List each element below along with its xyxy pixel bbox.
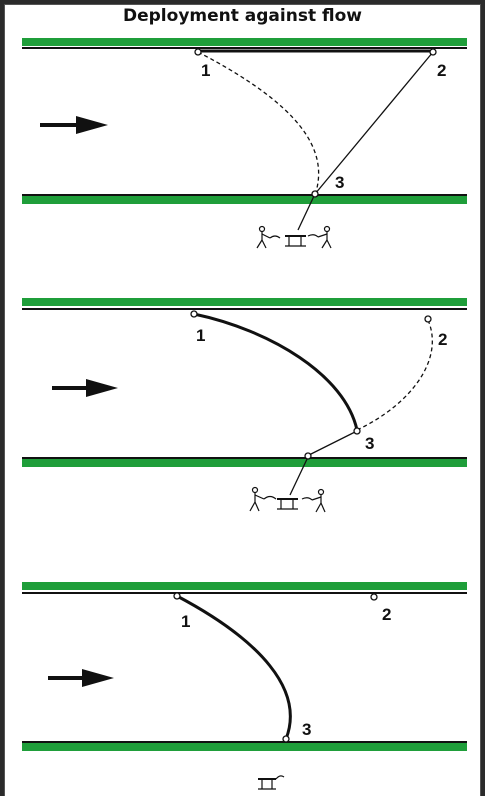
panel-2-winch-crew [249, 486, 326, 513]
panel-3-anchor-1 [173, 592, 181, 600]
panel-1-label-1: 1 [201, 61, 210, 80]
panel-1-label-3: 3 [335, 173, 344, 192]
flow-arrow-1 [40, 116, 108, 134]
panel-3-boom [176, 594, 292, 740]
panel-1: 1 2 3 [22, 38, 467, 249]
panel-2-tow-line-to-winch [289, 456, 309, 496]
panel-3-bottom-bank [22, 743, 467, 751]
panel-3-anchor-3 [282, 735, 290, 743]
panel-1-boom-dashed-path [197, 51, 320, 196]
panel-3-anchor-2 [370, 593, 378, 601]
panel-2-anchor-3 [353, 427, 361, 435]
panel-2-shore-point [304, 452, 312, 460]
panel-2-anchor-1 [190, 310, 198, 318]
flow-arrow-2 [52, 379, 118, 397]
panel-1-tow-line-to-winch [297, 195, 315, 231]
panel-2-label-1: 1 [196, 326, 205, 345]
diagram-frame [4, 4, 481, 796]
panel-2-label-3: 3 [365, 434, 374, 453]
panel-1-label-2: 2 [437, 61, 446, 80]
panel-1-bottom-bank [22, 196, 467, 204]
panel-1-anchor-3 [311, 190, 319, 198]
panel-2: 1 2 3 [22, 298, 467, 513]
panel-2-bottom-bank [22, 459, 467, 467]
panel-2-label-2: 2 [438, 330, 447, 349]
panel-2-boom [193, 312, 359, 431]
panel-2-anchor-2 [424, 315, 432, 323]
panel-1-anchor-1 [194, 48, 202, 56]
panel-3: 1 2 3 [22, 582, 467, 790]
panel-3-label-2: 2 [382, 605, 391, 624]
panel-3-label-3: 3 [302, 720, 311, 739]
panel-2-tow-line [308, 430, 358, 456]
panel-3-label-1: 1 [181, 612, 190, 631]
panel-1-anchor-2 [429, 48, 437, 56]
flow-arrow-3 [48, 669, 114, 687]
panel-2-top-bank [22, 298, 467, 306]
panel-1-tow-line [314, 51, 434, 195]
panel-2-boom-dashed-path [356, 319, 433, 431]
panel-1-winch-crew [256, 225, 332, 249]
diagram-title: Deployment against flow [123, 6, 362, 26]
panel-1-top-bank [22, 38, 467, 46]
panel-3-top-bank [22, 582, 467, 590]
panel-3-winch [258, 775, 285, 790]
